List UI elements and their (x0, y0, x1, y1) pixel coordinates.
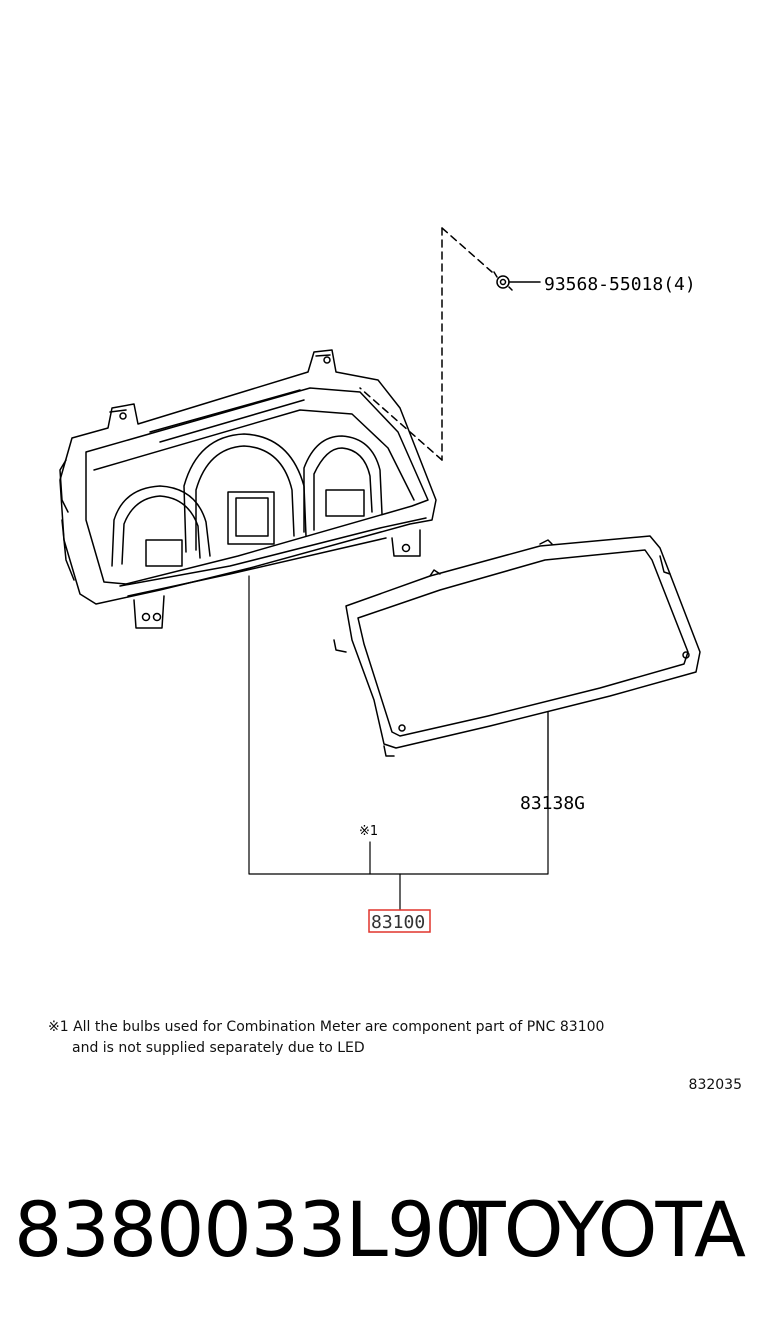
figure-id: 832035 (688, 1077, 742, 1093)
footnote-line-2: and is not supplied separately due to LE… (72, 1040, 365, 1056)
footnote-mark: ※1 (359, 824, 378, 839)
assembly-part-label[interactable]: 83100 (371, 912, 425, 933)
footnote-text: ※1 All the bulbs used for Combination Me… (48, 1017, 604, 1059)
assembly-highlight-box (368, 909, 431, 933)
brand-name: TOYOTA (459, 1185, 746, 1274)
glass-part-label: 83138G (520, 793, 585, 814)
bolt-part-label: 93568-55018(4) (544, 274, 696, 295)
footnote-line-1: ※1 All the bulbs used for Combination Me… (48, 1019, 605, 1035)
meter-housing-drawing (59, 349, 437, 629)
screw-drawing (359, 227, 541, 461)
leader-lines (248, 575, 549, 911)
meter-glass-drawing (333, 535, 701, 757)
footer-caption: 8380033L90 TOYOTA (14, 1185, 754, 1275)
part-number: 8380033L90 (14, 1185, 483, 1274)
